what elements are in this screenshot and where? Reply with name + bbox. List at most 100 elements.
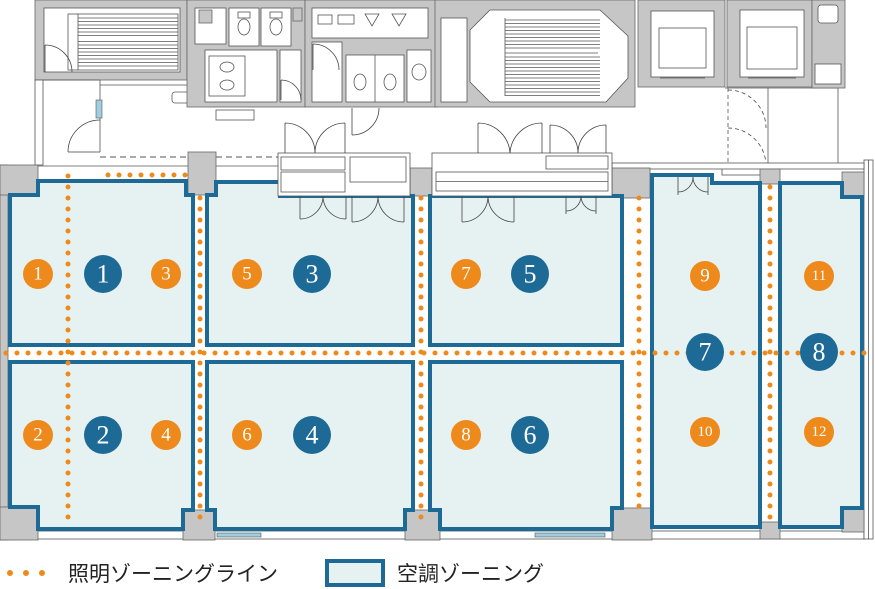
column: [611, 167, 651, 199]
lighting-zone-number: 10: [698, 424, 713, 440]
column: [409, 167, 433, 197]
ac-zone-number: 7: [699, 338, 712, 367]
double-door: [299, 195, 347, 220]
fixture: [337, 14, 355, 25]
sink-icon: [219, 79, 235, 91]
lighting-zone-number: 3: [161, 264, 171, 285]
lighting-zone-badge: [451, 259, 481, 289]
lighting-zone-badge: [690, 261, 720, 291]
lighting-zone-marker: 6: [232, 420, 262, 450]
lighting-zone-number: 4: [161, 425, 171, 446]
legend-lighting-label: 照明ゾーニングライン: [68, 562, 278, 586]
lighting-zone-badge: [804, 417, 834, 447]
partition-band: [277, 152, 613, 197]
window: [216, 532, 262, 538]
toilet-icon: [269, 11, 283, 19]
double-door: [477, 122, 543, 154]
ac-zone-marker: 1: [84, 255, 122, 293]
ac-zone-number: 1: [97, 260, 110, 289]
double-door: [565, 195, 597, 214]
urinal-icon: [364, 13, 380, 27]
lighting-zone-badge: [804, 261, 834, 291]
door-swing: [351, 107, 380, 136]
column: [759, 521, 781, 540]
legend-item-lighting: 照明ゾーニングライン: [7, 562, 278, 586]
double-door: [351, 195, 405, 223]
ac-zone-badge: [293, 255, 331, 293]
lighting-zone-number: 9: [700, 266, 710, 287]
toilet-icon: [353, 73, 367, 91]
ac-zone-badge: [511, 416, 549, 454]
lighting-zone-badge: [23, 259, 53, 289]
cabinet: [545, 155, 609, 170]
lighting-zone-number: 6: [242, 425, 252, 446]
lighting-zone-badge: [690, 417, 720, 447]
ac-zone-markers: 1 2 3 4 5 6 7 8: [84, 255, 838, 454]
lighting-zone-marker: 7: [451, 259, 481, 289]
left-room: [34, 79, 103, 166]
toilet-icon: [237, 11, 251, 19]
toilet-icon: [411, 63, 427, 81]
lighting-zone-markers: 1 2 3 4 5 6 7 8 9 10 11 12: [23, 259, 834, 450]
lighting-zone-badge: [151, 259, 181, 289]
lighting-zone-number: 8: [461, 425, 471, 446]
toilet-icon: [269, 18, 283, 36]
lighting-zone-marker: 10: [690, 417, 720, 447]
lighting-zone-marker: 8: [451, 420, 481, 450]
ac-zone-number: 3: [306, 260, 319, 289]
legend: 照明ゾーニングライン 空調ゾーニング: [7, 559, 544, 587]
double-door: [461, 195, 515, 223]
column: [841, 171, 865, 197]
shaft: [440, 17, 468, 103]
ac-zone-badge: [686, 333, 724, 371]
toilet-icon: [383, 73, 397, 91]
door-swing: [67, 119, 101, 153]
double-door: [549, 124, 607, 154]
column: [187, 151, 217, 196]
cabinet: [280, 171, 346, 193]
stair-treads: [78, 17, 178, 67]
lighting-zone-number: 7: [461, 264, 471, 285]
lighting-zone-number: 1: [33, 264, 43, 285]
ac-zone-badge: [293, 416, 331, 454]
ac-zone-number: 2: [97, 421, 110, 450]
stair-flight-box: [67, 13, 179, 71]
ac-zone-marker: 6: [511, 416, 549, 454]
lighting-zone-marker: 1: [23, 259, 53, 289]
ac-zone-badge: [511, 255, 549, 293]
lighting-zone-number: 2: [33, 425, 43, 446]
column: [404, 509, 441, 541]
toilet-icon: [237, 18, 251, 36]
legend-item-ac: 空調ゾーニング: [325, 559, 544, 587]
lighting-zone-number: 11: [812, 268, 826, 284]
elevator-1: [637, 0, 726, 88]
lighting-zone-marker: 5: [232, 259, 262, 289]
lighting-zone-marker: 4: [151, 420, 181, 450]
ac-zone-marker: 7: [686, 333, 724, 371]
ac-zone-marker: 2: [84, 416, 122, 454]
double-door: [284, 122, 346, 154]
ac-zone-marker: 5: [511, 255, 549, 293]
ac-zone-number: 6: [524, 421, 537, 450]
ac-zone-badge: [84, 416, 122, 454]
sink-icon: [219, 61, 235, 73]
ac-zone-number: 4: [306, 421, 319, 450]
column: [611, 507, 653, 541]
lighting-zone-marker: 11: [804, 261, 834, 291]
window: [95, 99, 103, 119]
restroom-block-2: [304, 0, 438, 108]
lighting-zone-badge: [232, 259, 262, 289]
ac-zone-marker: 4: [293, 416, 331, 454]
lighting-zone-number: 12: [812, 424, 827, 440]
stairwell-center: [434, 0, 636, 108]
column: [759, 168, 781, 185]
elevator-2: [726, 0, 813, 88]
restroom-block-1: [186, 0, 306, 108]
shaft-right: [811, 0, 846, 89]
building-core: [34, 0, 846, 176]
column: [0, 506, 39, 541]
ac-zone-number: 8: [813, 338, 826, 367]
column: [841, 507, 865, 533]
ac-zone-badge: [800, 333, 838, 371]
